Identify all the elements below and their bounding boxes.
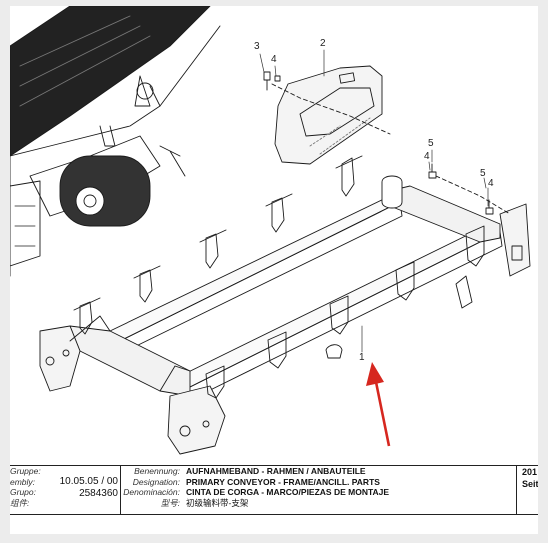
- callout-4-top: 4: [271, 54, 277, 65]
- idler-brackets-lower: [205, 225, 485, 399]
- designation-es: CINTA DE CORGA - MARCO/PIEZAS DE MONTAJE: [186, 487, 390, 497]
- conveyor-frame-drawing: 1 2 3 4 4 5 4 5: [10, 6, 531, 455]
- label-benennung: Benennung:: [134, 466, 180, 476]
- machine-body: [10, 6, 221, 277]
- title-block-right: 201 Seit: [522, 466, 538, 514]
- title-block: Gruppe: embly: Grupo: 组件: 10.05.05 / 00 …: [10, 465, 538, 515]
- hardware-small-parts: [428, 163, 511, 215]
- label-grupo: Grupo:: [10, 487, 36, 497]
- label-xinghao: 型号:: [160, 497, 180, 508]
- callout-5-mid: 5: [428, 138, 434, 149]
- callout-1: 1: [359, 352, 365, 363]
- title-block-mid-labels: Benennung: Designation: Denominación: 型号…: [122, 466, 180, 514]
- callout-4-mid: 4: [424, 151, 430, 162]
- label-assembly: embly:: [10, 476, 36, 487]
- bolt-part: [263, 71, 391, 135]
- page-label-fragment: Seit: [522, 479, 538, 489]
- callout-2: 2: [320, 38, 326, 49]
- designation-de: AUFNAHMEBAND - RAHMEN / ANBAUTEILE: [186, 466, 366, 476]
- date-fragment: 201: [522, 467, 538, 477]
- exploded-view-drawing: 1 2 3 4 4 5 4 5: [10, 6, 538, 464]
- title-block-divider: [120, 466, 121, 514]
- label-group: Gruppe:: [10, 466, 41, 476]
- conveyor-frame: [39, 175, 531, 455]
- label-zujian: 组件:: [10, 497, 30, 508]
- callout-4-right: 4: [488, 178, 494, 189]
- label-denominacion: Denominación:: [123, 487, 180, 497]
- red-arrow-indicator: [366, 362, 391, 447]
- title-block-divider-right: [516, 466, 517, 514]
- title-block-mid-values: AUFNAHMEBAND - RAHMEN / ANBAUTEILE PRIMA…: [186, 466, 506, 514]
- designation-en: PRIMARY CONVEYOR - FRAME/ANCILL. PARTS: [186, 476, 380, 487]
- title-block-left-values: 10.05.05 / 00 2584360: [38, 466, 118, 514]
- callout-3: 3: [254, 41, 260, 52]
- title-block-left-labels: Gruppe: embly: Grupo: 组件:: [10, 466, 41, 514]
- callout-5-right: 5: [480, 168, 486, 179]
- callout-leaders: [259, 49, 489, 353]
- parts-diagram-sheet: 1 2 3 4 4 5 4 5 Gruppe: embly: Grupo: 组件…: [10, 6, 538, 534]
- designation-zh: 初级输料带-支架: [186, 497, 249, 508]
- assembly-value: 10.05.05 / 00: [59, 476, 118, 487]
- idler-brackets-upper: [73, 155, 363, 335]
- cover-plate-part: [274, 65, 383, 165]
- label-designation: Designation:: [132, 476, 180, 487]
- group-number-value: 2584360: [79, 488, 118, 499]
